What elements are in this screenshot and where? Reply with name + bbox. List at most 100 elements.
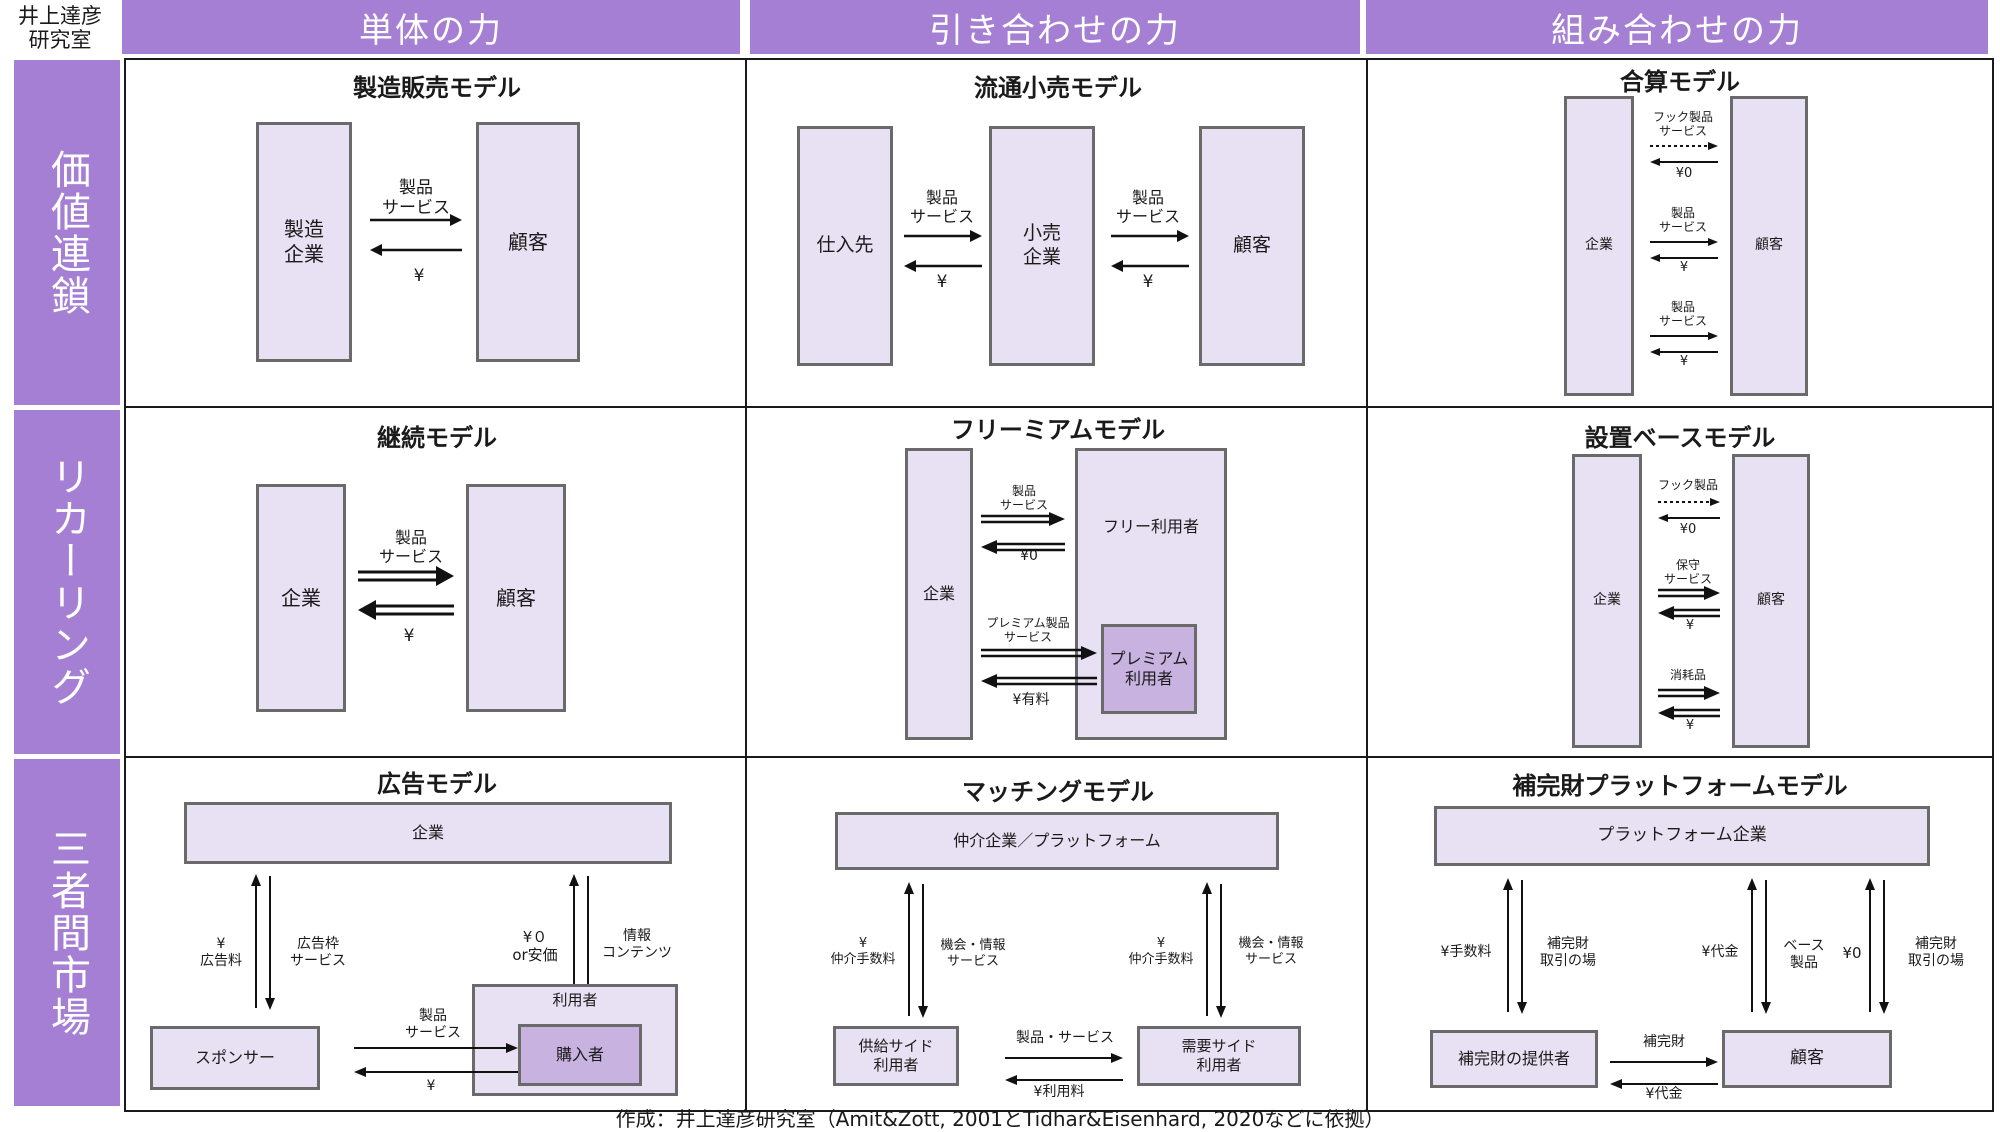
- retailer-box: 小売 企業: [989, 126, 1095, 366]
- supply-side-users-box: 供給サイド 利用者: [833, 1026, 959, 1086]
- yen-label: ¥: [413, 266, 425, 286]
- double-arrows: [358, 566, 454, 620]
- price-label-2: ¥代金: [1645, 1086, 1683, 1102]
- hook-arrows: [1650, 142, 1718, 166]
- cell-combined-model: 合算モデル 企業 顧客 フック製品 サービス ¥0 製品 サービス ¥ 製品 サ…: [1366, 58, 1994, 412]
- column-header-matching: 引き合わせの力: [750, 0, 1360, 54]
- cell-matching-model: マッチングモデル 仲介企業／プラットフォーム ¥ 仲介手数料 機会・情報 サービ…: [745, 756, 1371, 1112]
- customer-box: 顧客: [466, 484, 566, 712]
- provider-vertical-arrows: [1503, 878, 1527, 1014]
- product-service-label: 製品 サービス: [999, 484, 1048, 513]
- ad-slot-label: 広告枠 サービス: [290, 936, 346, 969]
- flow-arrows: [370, 214, 462, 256]
- cell-manufacturing-sales-model: 製造販売モデル 製造 企業 顧客 製品 サービス ¥: [124, 58, 750, 412]
- complement-vertical-arrows: [1865, 878, 1889, 1014]
- goods-services-label: 製品・サービス: [1016, 1030, 1114, 1046]
- lab-label-line2: 研究室: [28, 28, 92, 52]
- company-box: 企業: [1572, 454, 1642, 748]
- consumables-arrows: [1658, 686, 1720, 720]
- platform-company-box: プラットフォーム企業: [1434, 806, 1930, 866]
- row-header-three-party: 三者間市場: [14, 759, 120, 1106]
- yen-label: ¥: [936, 272, 948, 292]
- hook-product-label: フック製品: [1657, 478, 1718, 492]
- model-title: 流通小売モデル: [974, 74, 1142, 102]
- lab-label-line1: 井上達彦: [18, 4, 102, 28]
- paid-label: ¥有料: [1012, 692, 1050, 708]
- zero-yen-label: ¥0: [1675, 166, 1693, 181]
- yen-label-2: ¥: [1679, 354, 1689, 369]
- zero-yen-label: ¥0: [1679, 522, 1697, 537]
- model-title: 継続モデル: [377, 424, 497, 452]
- customer-box: 顧客: [1199, 126, 1305, 366]
- hook-product-label: フック製品 サービス: [1652, 110, 1713, 139]
- free-or-cheap-label: ¥０ or安価: [512, 928, 558, 964]
- complement-goods-label: 補完財: [1643, 1034, 1685, 1050]
- cell-distribution-retail-model: 流通小売モデル 仕入先 小売 企業 顧客 製品 サービス ¥ 製品 サービス ¥: [745, 58, 1371, 412]
- content-label: 情報 コンテンツ: [602, 928, 672, 961]
- customer-box: 顧客: [1722, 1030, 1892, 1088]
- premium-flow-arrows: [981, 646, 1097, 688]
- zero-yen-label: ¥0: [1020, 548, 1038, 564]
- company-box: 企業: [1564, 96, 1634, 396]
- product-service-label: 製品 サービス: [405, 1008, 461, 1041]
- product-service-label: 製品 サービス: [382, 178, 450, 219]
- price-label: ¥代金: [1701, 944, 1739, 960]
- product-service-label: 製品 サービス: [1658, 206, 1707, 235]
- ad-fee-label: ¥ 広告料: [200, 936, 242, 969]
- model-title: 設置ベースモデル: [1584, 424, 1776, 452]
- complement-arrows: [1610, 1057, 1718, 1089]
- model-title: 製造販売モデル: [353, 74, 521, 102]
- platform-box: 仲介企業／プラットフォーム: [835, 812, 1279, 870]
- brokerage-fee-label: ¥ 仲介手数料: [830, 936, 896, 967]
- model-title: 合算モデル: [1620, 68, 1740, 96]
- row-header-value-chain: 価値連鎖: [14, 60, 120, 405]
- cell-advertising-model: 広告モデル 企業 ¥ 広告料 広告枠 サービス ¥０ or安価 情報 コンテンツ…: [124, 756, 750, 1112]
- maintenance-label: 保守 サービス: [1663, 558, 1712, 587]
- sponsor-box: スポンサー: [150, 1026, 320, 1090]
- column-header-combining: 組み合わせの力: [1366, 0, 1988, 54]
- flow-arrows-2: [1111, 230, 1189, 272]
- buyers-box: 購入者: [518, 1024, 642, 1086]
- cell-installed-base-model: 設置ベースモデル 企業 顧客 フック製品 ¥0 保守 サービス ¥ 消耗品 ¥: [1366, 406, 1994, 761]
- customer-box: 顧客: [476, 122, 580, 362]
- complement-venue-label: 補完財 取引の場: [1540, 936, 1596, 969]
- manufacturer-box: 製造 企業: [256, 122, 352, 362]
- source-credit: 作成：井上達彦研究室（Amit&Zott, 2001とTidhar&Eisenh…: [615, 1107, 1385, 1131]
- cell-freemium-model: フリーミアムモデル 企業 フリー利用者 プレミアム 利用者 製品 サービス ¥0…: [745, 406, 1371, 761]
- base-product-label: ベース 製品: [1783, 938, 1825, 971]
- goods-arrows: [1005, 1053, 1123, 1085]
- product-service-label: 製品 サービス: [378, 528, 443, 567]
- premium-users-box: プレミアム 利用者: [1101, 624, 1197, 714]
- flow-arrows: [904, 230, 982, 272]
- yen-label: ¥: [1685, 618, 1695, 633]
- hook-arrows: [1658, 498, 1720, 522]
- purchase-arrows: [354, 1043, 518, 1077]
- commission-label: ¥手数料: [1440, 944, 1492, 960]
- product-service-label-2: 製品 サービス: [1115, 188, 1180, 227]
- supply-vertical-arrows: [904, 882, 928, 1018]
- cell-subscription-model: 継続モデル 企業 顧客 製品 サービス ¥: [124, 406, 750, 761]
- opportunity-info-label-2: 機会・情報 サービス: [1238, 936, 1304, 967]
- cell-complementary-platform-model: 補完財プラットフォームモデル プラットフォーム企業 ¥手数料 補完財 取引の場 …: [1366, 756, 1994, 1112]
- model-title: フリーミアムモデル: [950, 416, 1166, 444]
- zero-yen-label: ¥0: [1842, 944, 1862, 962]
- yen-label: ¥: [426, 1078, 436, 1094]
- premium-product-label: プレミアム製品 サービス: [986, 616, 1070, 645]
- yen-label-2: ¥: [1685, 718, 1695, 733]
- yen-label-2: ¥: [1142, 272, 1154, 292]
- company-box: 企業: [184, 802, 672, 864]
- model-title: 広告モデル: [377, 770, 497, 798]
- model-title: マッチングモデル: [962, 778, 1154, 806]
- company-box: 企業: [256, 484, 346, 712]
- customer-box: 顧客: [1732, 454, 1810, 748]
- consumables-label: 消耗品: [1669, 668, 1706, 682]
- customer-vertical-arrows: [1747, 878, 1771, 1014]
- sponsor-vertical-arrows: [251, 874, 275, 1010]
- model-title: 補完財プラットフォームモデル: [1512, 772, 1848, 800]
- yen-label: ¥: [403, 626, 415, 646]
- product-arrows: [1650, 238, 1718, 262]
- complement-venue-label-2: 補完財 取引の場: [1908, 936, 1964, 969]
- product-service-label: 製品 サービス: [909, 188, 974, 227]
- lab-label: 井上達彦 研究室: [0, 0, 120, 56]
- demand-vertical-arrows: [1202, 882, 1226, 1018]
